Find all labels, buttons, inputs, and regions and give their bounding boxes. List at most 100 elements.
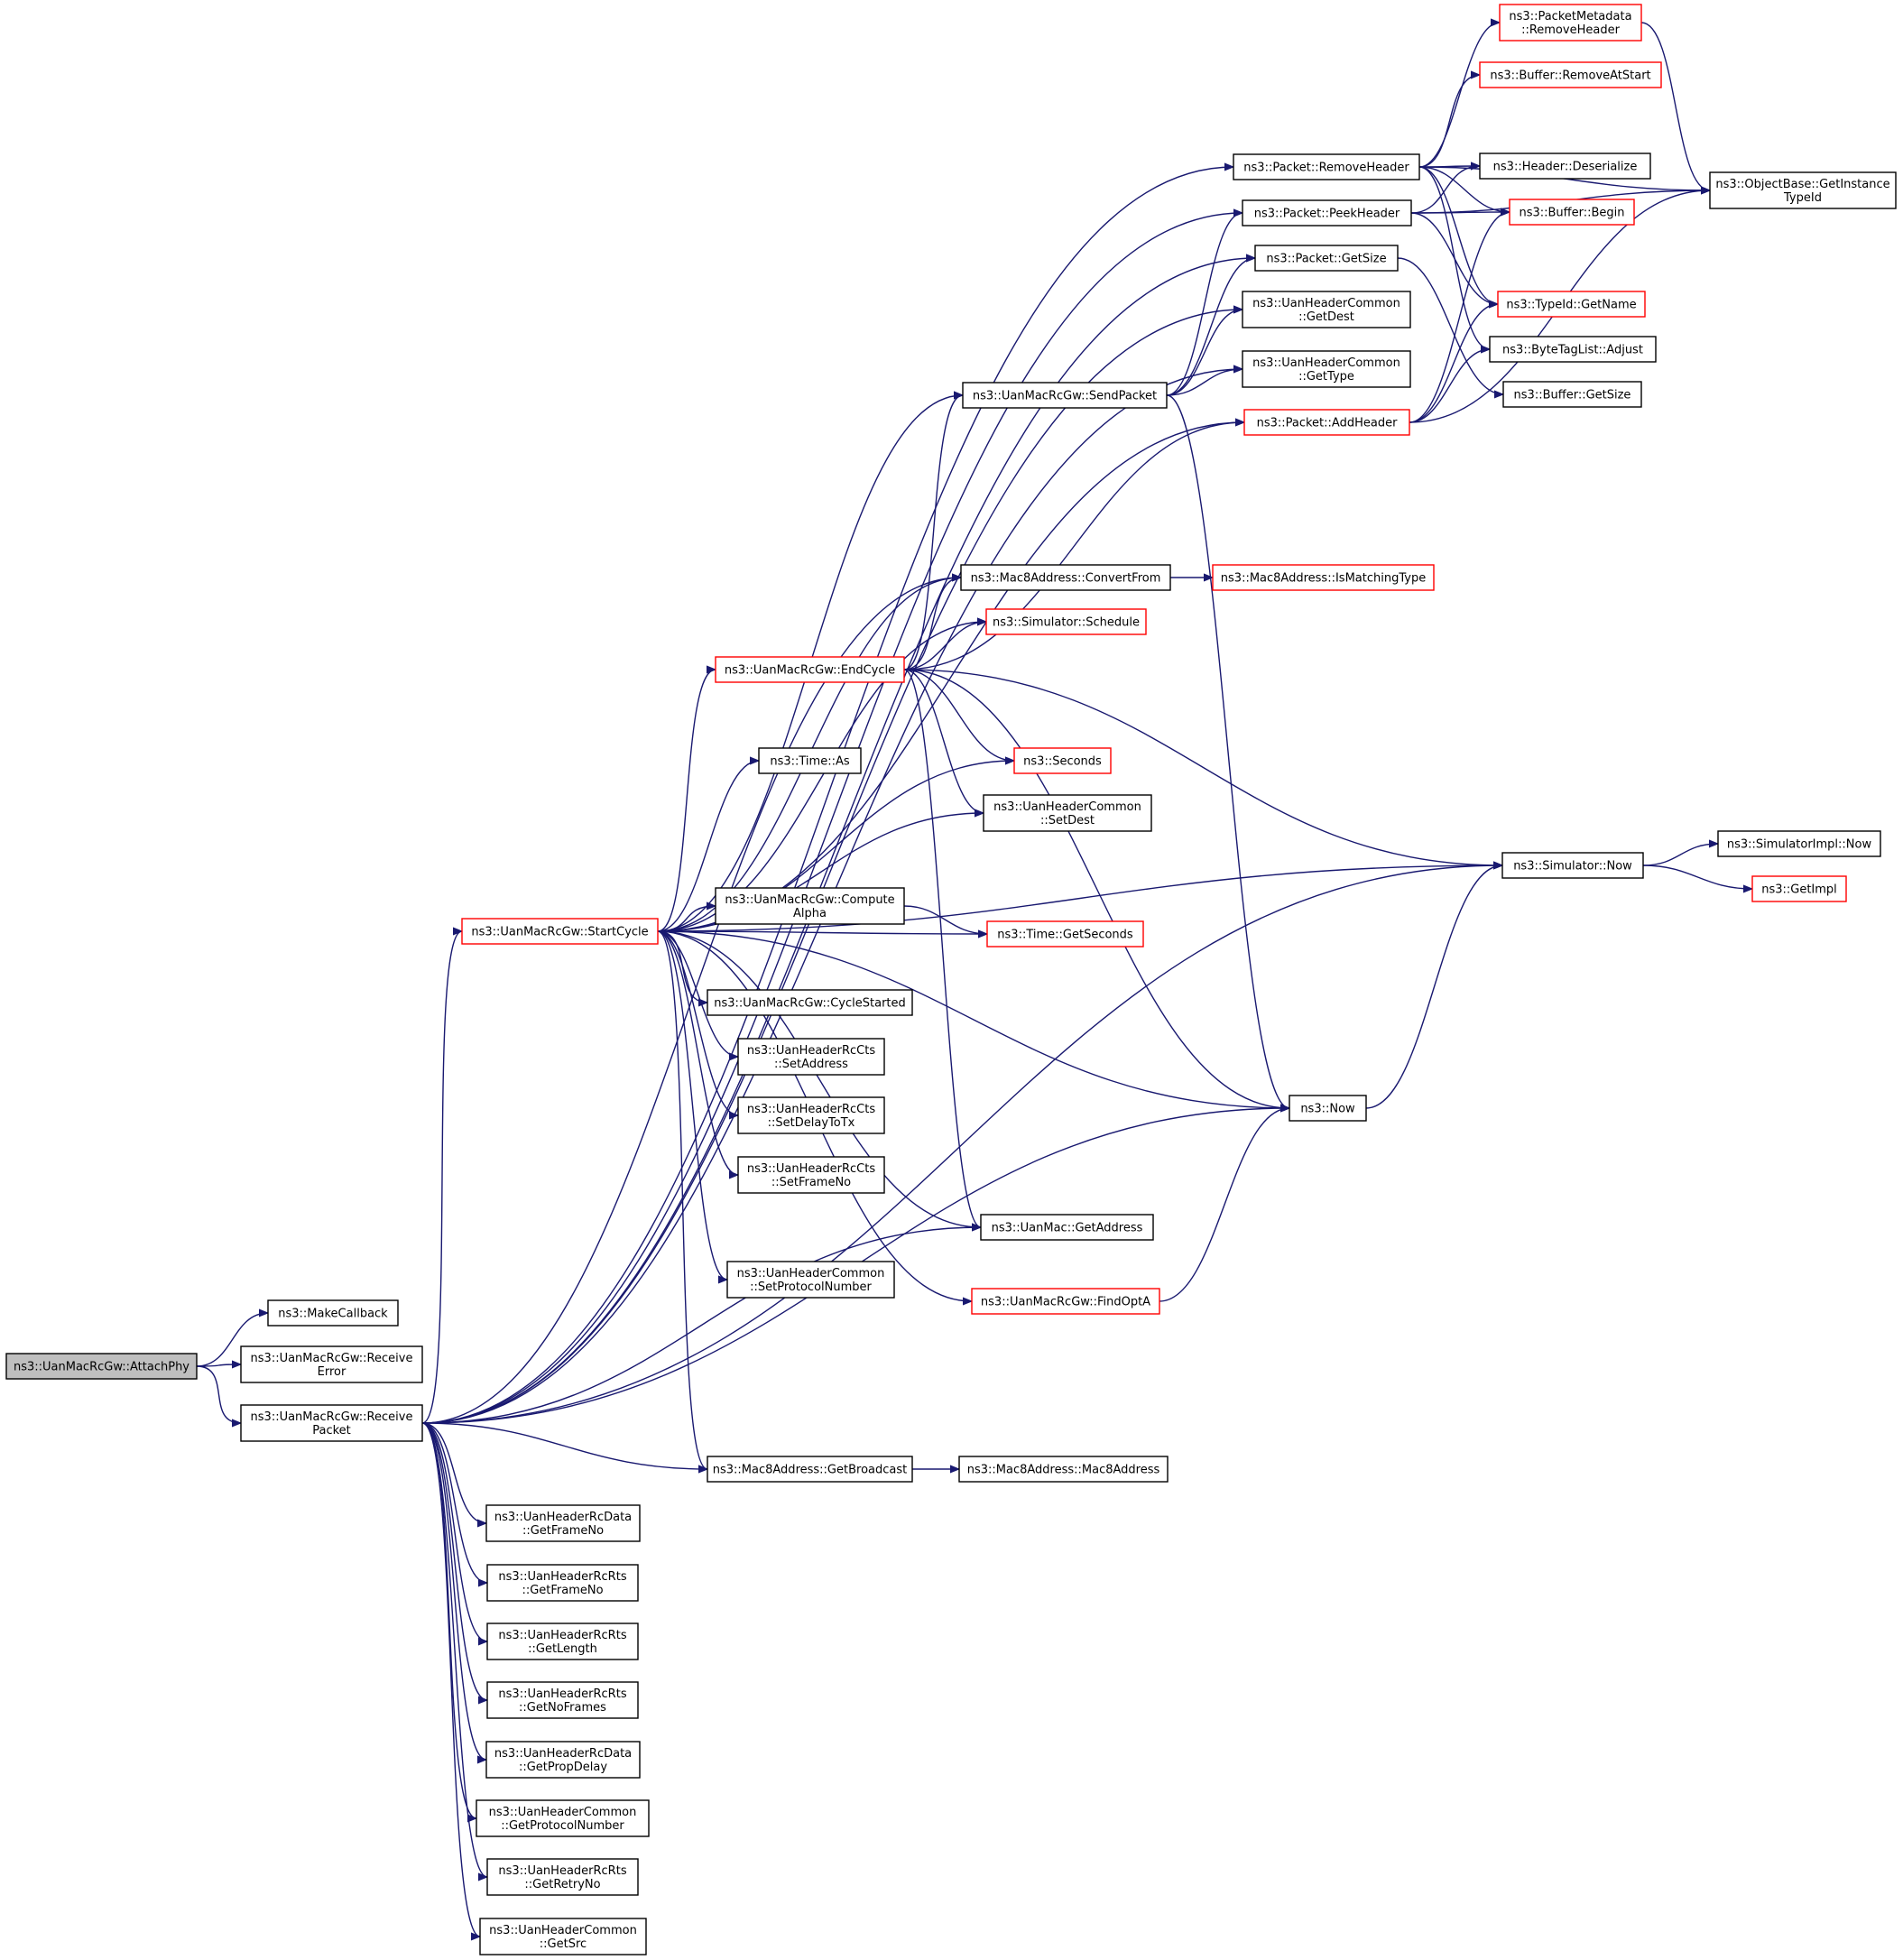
node-bufbegin[interactable]: ns3::Buffer::Begin [1509,199,1635,226]
node-removeatstart[interactable]: ns3::Buffer::RemoveAtStart [1479,61,1662,88]
call-edge-line [421,865,1502,1424]
node-setdest[interactable]: ns3::UanHeaderCommon::SetDest [983,794,1152,832]
call-edge-endcycle-to-schedule [903,622,986,670]
node-setdelaytotx[interactable]: ns3::UanHeaderRcCts::SetDelayToTx [737,1096,885,1134]
node-box [1479,61,1662,88]
node-label: ns3::UanHeaderRcCts [747,1162,875,1176]
node-getimpl[interactable]: ns3::GetImpl [1751,875,1847,902]
node-bufgetsize[interactable]: ns3::Buffer::GetSize [1502,381,1642,408]
node-endcycle[interactable]: ns3::UanMacRcGw::EndCycle [715,656,905,683]
call-edge-removeheader-to-removeatstart [1418,75,1481,168]
node-getseconds[interactable]: ns3::Time::GetSeconds [986,920,1144,948]
node-dgetframeno[interactable]: ns3::UanHeaderRcData::GetFrameNo [485,1504,641,1542]
node-addheader[interactable]: ns3::Packet::AddHeader [1243,409,1410,436]
node-label: ns3::Buffer::Begin [1519,207,1624,220]
node-box [1709,171,1897,209]
node-label: TypeId [1783,191,1822,205]
node-removeheader[interactable]: ns3::Packet::RemoveHeader [1233,153,1420,180]
call-edge-now-to-simnow [1365,865,1502,1109]
call-edge-line [903,905,987,934]
call-edge-line [1418,23,1501,168]
node-label: ns3::Mac8Address::IsMatchingType [1221,572,1426,586]
call-edge-line [196,1313,268,1367]
node-getsrc[interactable]: ns3::UanHeaderCommon::GetSrc [479,1918,647,1955]
node-box [1242,291,1411,328]
call-edge-line [657,930,739,1057]
node-sendpacket[interactable]: ns3::UanMacRcGw::SendPacket [962,382,1168,409]
call-edge-line [1166,213,1243,396]
node-rgetlength[interactable]: ns3::UanHeaderRcRts::GetLength [486,1623,639,1660]
node-seconds[interactable]: ns3::Seconds [1013,747,1112,774]
node-gettype[interactable]: ns3::UanHeaderCommon::GetType [1242,350,1411,388]
node-setframeno[interactable]: ns3::UanHeaderRcCts::SetFrameNo [737,1156,885,1194]
node-findopta[interactable]: ns3::UanMacRcGw::FindOptA [971,1288,1160,1315]
call-edge-line [1159,1108,1289,1302]
node-getsize[interactable]: ns3::Packet::GetSize [1254,245,1399,272]
node-simnow[interactable]: ns3::Simulator::Now [1501,852,1644,879]
call-edge-receivepacket-to-dgetframeno [421,1422,487,1523]
node-label: ns3::UanMacRcGw::FindOptA [981,1296,1150,1309]
node-makecallback[interactable]: ns3::MakeCallback [267,1299,399,1327]
node-label: ns3::ByteTagList::Adjust [1502,344,1643,357]
node-box [715,656,905,683]
node-label: ns3::Simulator::Schedule [993,616,1140,630]
call-edge-endcycle-to-getaddress [903,669,982,1227]
node-typeidgetname[interactable]: ns3::TypeId::GetName [1497,291,1646,318]
node-box [1233,153,1420,180]
node-pmremoveheader[interactable]: ns3::PacketMetadata::RemoveHeader [1499,4,1642,42]
node-box [479,1918,647,1955]
node-schedule[interactable]: ns3::Simulator::Schedule [985,608,1147,635]
node-label: ns3::SimulatorImpl::Now [1727,838,1872,852]
call-edge-receivepacket-to-getdest [421,310,1242,1424]
node-dgetpropdelay[interactable]: ns3::UanHeaderRcData::GetPropDelay [485,1741,641,1779]
call-edge-line [903,669,1289,1108]
call-edge-attachphy-to-makecallback [196,1313,268,1367]
call-edge-receivepacket-to-getprotocolnumber [421,1422,477,1818]
node-cyclestarted[interactable]: ns3::UanMacRcGw::CycleStarted [707,989,913,1016]
call-edge-endcycle-to-seconds [903,669,1014,761]
node-peekheader[interactable]: ns3::Packet::PeekHeader [1242,199,1412,227]
node-label: ns3::UanHeaderRcData [494,1747,632,1761]
node-label: ::SetDelayToTx [768,1116,855,1130]
node-timeas[interactable]: ns3::Time::As [758,747,862,774]
node-ismatchingtype[interactable]: ns3::Mac8Address::IsMatchingType [1212,564,1435,591]
call-edge-line [196,1364,241,1366]
call-edge-line [1409,349,1490,423]
node-mac8address[interactable]: ns3::Mac8Address::Mac8Address [958,1456,1169,1483]
call-edge-endcycle-to-simnow [903,669,1502,865]
node-rgetframeno[interactable]: ns3::UanHeaderRcRts::GetFrameNo [486,1564,639,1602]
node-setprotocolnumber[interactable]: ns3::UanHeaderCommon::SetProtocolNumber [726,1261,895,1299]
node-startcycle[interactable]: ns3::UanMacRcGw::StartCycle [461,918,659,945]
node-simimplnow[interactable]: ns3::SimulatorImpl::Now [1717,830,1881,857]
call-edge-receivepacket-to-getsize [421,258,1255,1424]
node-getaddress[interactable]: ns3::UanMac::GetAddress [980,1214,1154,1241]
node-label: ns3::UanHeaderRcRts [498,1629,626,1642]
node-getdest[interactable]: ns3::UanHeaderCommon::GetDest [1242,291,1411,328]
node-setaddress[interactable]: ns3::UanHeaderRcCts::SetAddress [737,1038,885,1076]
call-edge-line [657,931,987,934]
call-edge-line [421,1422,481,1937]
node-label: ns3::TypeId::GetName [1506,299,1636,312]
node-getprotocolnumber[interactable]: ns3::UanHeaderCommon::GetProtocolNumber [476,1799,650,1837]
node-rgetretryno[interactable]: ns3::UanHeaderRcRts::GetRetryNo [486,1858,639,1896]
node-label: ::GetDest [1298,310,1354,324]
call-edge-removeheader-to-bufbegin [1418,166,1510,212]
node-now[interactable]: ns3::Now [1289,1095,1367,1122]
node-box [5,1353,198,1380]
node-getbroadcast[interactable]: ns3::Mac8Address::GetBroadcast [707,1456,913,1483]
node-label: ns3::Packet::AddHeader [1257,417,1398,430]
node-rgetnoframes[interactable]: ns3::UanHeaderRcRts::GetNoFrames [486,1681,639,1719]
node-deserialize[interactable]: ns3::Header::Deserialize [1479,153,1651,180]
node-label: ns3::UanMacRcGw::Receive [251,1352,413,1365]
node-label: ::SetAddress [774,1058,848,1071]
node-adjust[interactable]: ns3::ByteTagList::Adjust [1489,336,1657,363]
node-convertfrom[interactable]: ns3::Mac8Address::ConvertFrom [960,564,1171,591]
node-label: ns3::UanMacRcGw::Compute [725,893,894,907]
node-label: ns3::UanHeaderRcCts [747,1103,875,1116]
call-edge-removeheader-to-typeidgetname [1418,166,1499,304]
call-edge-sendpacket-to-getsize [1166,258,1256,396]
